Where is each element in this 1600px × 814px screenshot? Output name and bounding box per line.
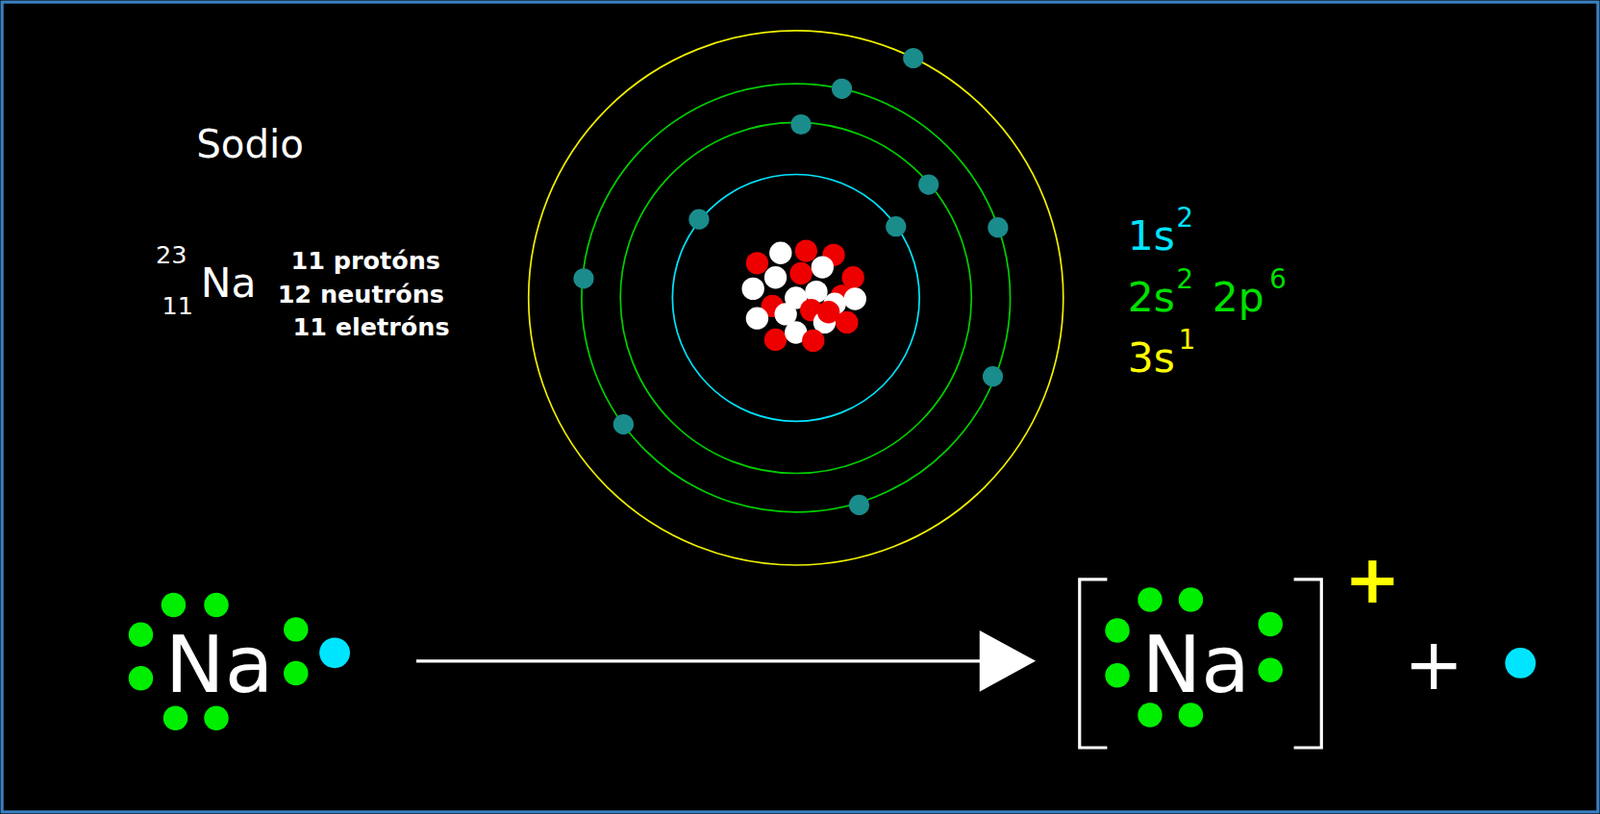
particle-count: 11 eletróns <box>293 315 450 340</box>
orbital-exponent: 6 <box>1269 266 1287 294</box>
lost-electron <box>1504 648 1536 679</box>
orbital-exponent: 1 <box>1178 326 1197 354</box>
orbital-exponent: 2 <box>1176 204 1195 232</box>
electron <box>790 114 811 135</box>
electron <box>831 78 852 100</box>
valence-electron <box>283 661 308 686</box>
shell-2a <box>620 122 972 474</box>
element-name: Sodio <box>196 125 304 165</box>
mass-number: 23 <box>155 243 187 268</box>
lewis-symbol: Na <box>165 625 275 706</box>
outer-electron <box>319 637 350 669</box>
proton <box>801 329 825 352</box>
particle-count: 11 protóns <box>290 249 440 274</box>
electron <box>613 414 634 435</box>
electron <box>987 217 1008 238</box>
electron <box>849 495 870 516</box>
atomic-number: 11 <box>161 294 193 319</box>
valence-electron <box>1257 612 1282 637</box>
bracket-left <box>1079 579 1108 749</box>
proton <box>764 328 787 351</box>
orbital-exponent: 2 <box>1176 266 1195 294</box>
electron <box>902 48 924 69</box>
electrons <box>573 48 1008 516</box>
orbital: 2p <box>1212 277 1265 319</box>
valence-electron <box>1137 587 1162 612</box>
neutron <box>764 266 787 289</box>
proton <box>795 239 818 262</box>
orbital: 1s <box>1127 216 1175 257</box>
valence-electron <box>1104 618 1129 643</box>
shell-2b <box>581 83 1011 513</box>
nucleus <box>742 239 867 352</box>
electron <box>573 268 594 289</box>
orbital: 3s <box>1127 338 1175 379</box>
electron <box>918 175 939 196</box>
valence-electron <box>1178 587 1203 612</box>
lewis-dots <box>128 587 1536 731</box>
lewis-symbol: Na <box>1141 625 1250 706</box>
valence-electron <box>203 705 228 730</box>
electron <box>688 209 709 230</box>
element-symbol: Na <box>200 263 257 304</box>
shell-3 <box>528 30 1064 566</box>
arrow-line <box>416 659 985 663</box>
valence-electron <box>283 617 308 642</box>
bracket-right <box>1294 579 1323 749</box>
valence-electron <box>1137 702 1162 727</box>
valence-electron <box>128 622 153 647</box>
brackets <box>1079 579 1323 749</box>
ion-charge: + <box>1344 546 1401 614</box>
neutron <box>844 287 867 310</box>
valence-electron <box>128 666 153 691</box>
proton <box>746 251 769 275</box>
arrow-head <box>979 630 1036 693</box>
particle-count: 12 neutróns <box>277 282 445 307</box>
valence-electron <box>161 593 186 618</box>
valence-electron <box>1104 663 1129 688</box>
plus-sign: + <box>1403 629 1464 701</box>
valence-electron <box>203 593 228 618</box>
proton <box>789 262 812 285</box>
neutron <box>742 277 765 300</box>
reaction-arrow <box>416 630 1036 693</box>
valence-electron <box>1178 702 1203 727</box>
neutron <box>811 255 834 278</box>
neutron <box>746 306 769 329</box>
electron <box>885 216 906 237</box>
valence-electron <box>1257 658 1282 683</box>
proton <box>817 300 840 324</box>
valence-electron <box>163 705 188 730</box>
shell-1 <box>672 175 920 423</box>
orbits <box>528 30 1064 566</box>
electron <box>982 366 1003 387</box>
neutron <box>769 242 792 265</box>
orbital: 2s <box>1127 277 1175 319</box>
